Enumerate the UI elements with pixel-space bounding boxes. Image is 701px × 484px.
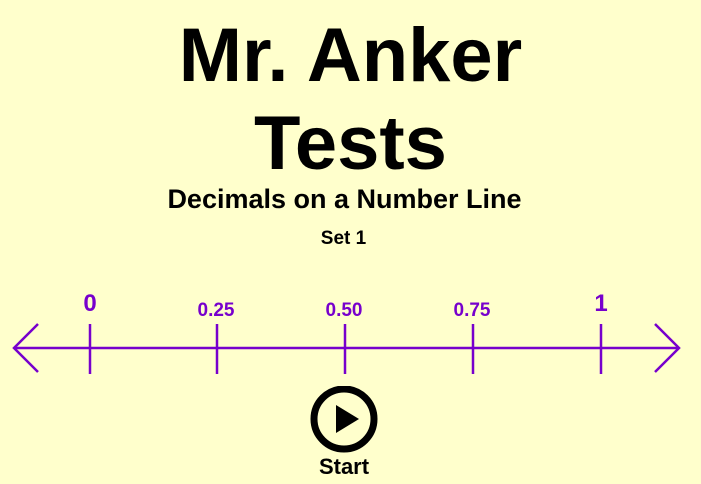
- tick-label-0.75: 0.75: [454, 300, 491, 321]
- number-line: 0 0.25 0.50 0.75 1: [12, 290, 681, 374]
- title-line-2: Tests: [254, 101, 447, 186]
- start-label[interactable]: Start: [318, 454, 370, 479]
- left-arrow-icon: [12, 323, 39, 373]
- subtitle: Decimals on a Number Line: [167, 184, 522, 214]
- tick-label-0: 0: [83, 290, 96, 317]
- right-arrow-icon: [654, 323, 681, 373]
- play-circle-icon[interactable]: [309, 386, 379, 456]
- title-line-1: Mr. Anker: [178, 13, 523, 98]
- set-label: Set 1: [320, 228, 367, 249]
- start-button[interactable]: Start: [306, 386, 382, 482]
- tick-label-0.25: 0.25: [198, 300, 235, 321]
- tick-label-0.50: 0.50: [326, 300, 363, 321]
- tick-label-1: 1: [594, 290, 607, 317]
